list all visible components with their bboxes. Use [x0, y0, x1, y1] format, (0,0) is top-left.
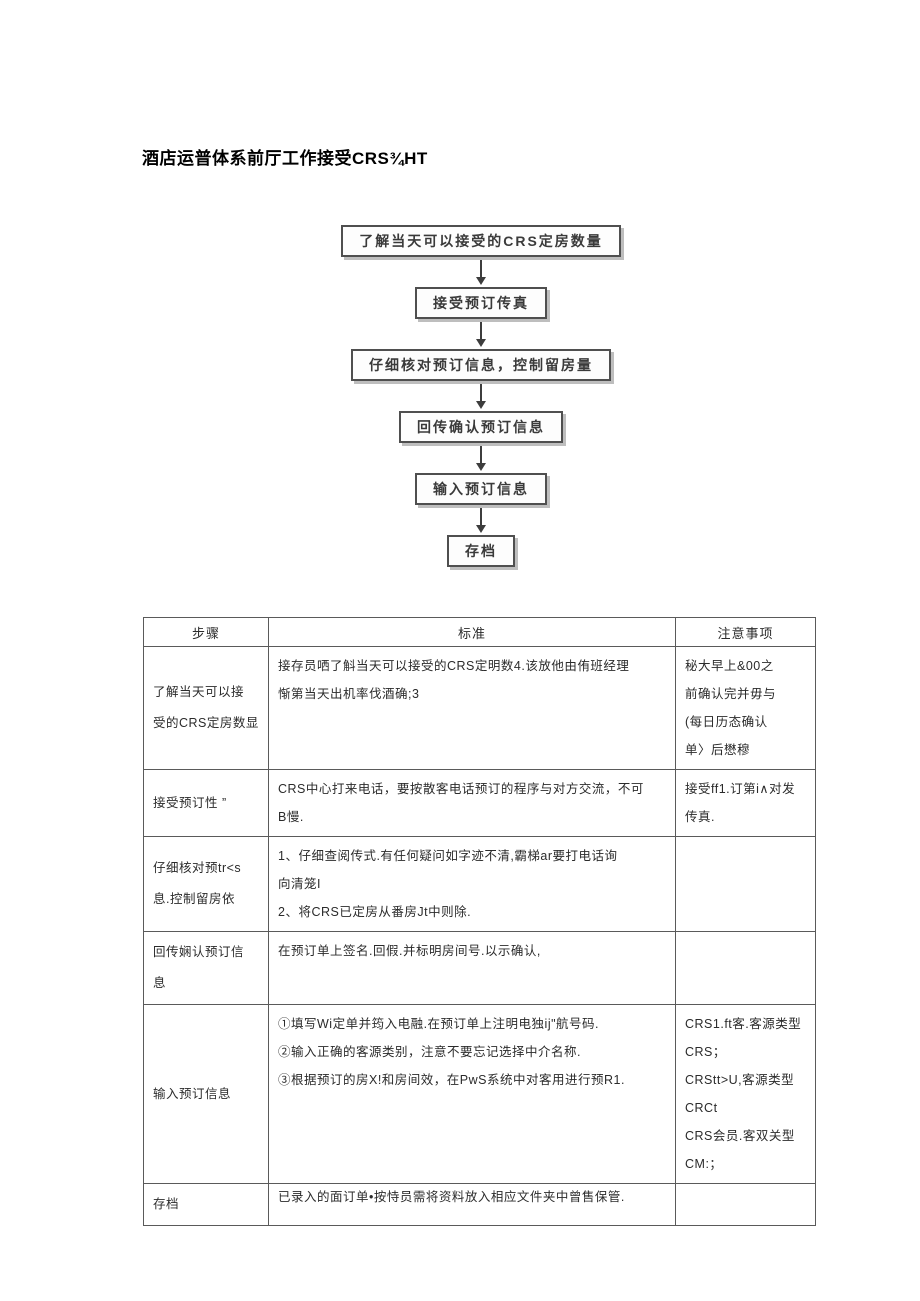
flow-step-box: 接受预订传真 [415, 287, 547, 319]
page-title: 酒店运普体系前厅工作接受CRS¾HT [142, 149, 428, 168]
arrow-down-icon [476, 505, 486, 535]
flow-step-label: 存档 [465, 543, 497, 559]
table-row: 了解当天可以接 受的CRS定房数显 接存员哂了斛当天可以接受的CRS定明数4.该… [143, 646, 816, 770]
cell-step: 接受预订性 ” [143, 769, 269, 837]
table-header-standard: 标准 [268, 617, 676, 647]
arrow-down-icon [476, 319, 486, 349]
cell-step: 仔细核对预tr<s 息.控制留房依 [143, 836, 269, 932]
cell-notes [675, 931, 816, 1005]
cell-step: 存档 [143, 1183, 269, 1226]
cell-standard: ①填写Wi定单并筠入电融.在预订单上注明电独ij"航号码. ②输入正确的客源类别… [268, 1004, 676, 1184]
cell-notes: 接受ff1.订第i∧对发 传真. [675, 769, 816, 837]
arrow-down-icon [476, 443, 486, 473]
procedure-table: 步骤 标准 注意事项 了解当天可以接 受的CRS定房数显 接存员哂了斛当天可以接… [143, 617, 816, 1226]
arrow-down-icon [476, 257, 486, 287]
cell-notes: 秘大早上&00之 前确认完并毋与 (每日历态确认 单〉后懋穆 [675, 646, 816, 770]
cell-standard: CRS中心打来电话，要按散客电话预订的程序与对方交流，不可 B慢. [268, 769, 676, 837]
cell-step: 了解当天可以接 受的CRS定房数显 [143, 646, 269, 770]
cell-step: 回传娴认预订信 息 [143, 931, 269, 1005]
table-header-step: 步骤 [143, 617, 269, 647]
flow-step-box: 回传确认预订信息 [399, 411, 563, 443]
cell-notes: CRS1.ft客.客源类型 CRS； CRStt>U,客源类型CRCt CRS会… [675, 1004, 816, 1184]
flowchart: 了解当天可以接受的CRS定房数量 接受预订传真 仔细核对预订信息，控制留房量 回… [21, 225, 920, 567]
cell-standard: 1、仔细查阅传式.有任何疑问如字迹不清,霸梯ar要打电话询 向清笼I 2、将CR… [268, 836, 676, 932]
cell-notes [675, 836, 816, 932]
arrow-down-icon [476, 381, 486, 411]
table-row: 接受预订性 ” CRS中心打来电话，要按散客电话预订的程序与对方交流，不可 B慢… [143, 769, 816, 837]
table-header-notes: 注意事项 [675, 617, 816, 647]
cell-step: 输入预订信息 [143, 1004, 269, 1184]
table-row: 存档 已录入的面订单•按恃员需将资料放入相应文件夹中曾售保管. [143, 1183, 816, 1226]
flow-step-label: 回传确认预订信息 [417, 419, 545, 435]
flow-step-box: 了解当天可以接受的CRS定房数量 [341, 225, 621, 257]
flow-step-label: 接受预订传真 [433, 295, 529, 311]
cell-standard: 已录入的面订单•按恃员需将资料放入相应文件夹中曾售保管. [268, 1183, 676, 1226]
table-row: 回传娴认预订信 息 在预订单上签名.回假.并标明房间号.以示确认, [143, 931, 816, 1005]
flow-step-box: 输入预订信息 [415, 473, 547, 505]
flow-step-label: 输入预订信息 [433, 481, 529, 497]
flow-step-box: 存档 [447, 535, 515, 567]
table-row: 输入预订信息 ①填写Wi定单并筠入电融.在预订单上注明电独ij"航号码. ②输入… [143, 1004, 816, 1184]
flow-step-box: 仔细核对预订信息，控制留房量 [351, 349, 611, 381]
table-header-row: 步骤 标准 注意事项 [143, 617, 816, 647]
cell-standard: 接存员哂了斛当天可以接受的CRS定明数4.该放他由侑班经理 惭第当天出机率伐酒确… [268, 646, 676, 770]
flow-step-label: 仔细核对预订信息，控制留房量 [369, 357, 593, 373]
flow-step-label: 了解当天可以接受的CRS定房数量 [359, 233, 603, 249]
table-row: 仔细核对预tr<s 息.控制留房依 1、仔细查阅传式.有任何疑问如字迹不清,霸梯… [143, 836, 816, 932]
cell-notes [675, 1183, 816, 1226]
cell-standard: 在预订单上签名.回假.并标明房间号.以示确认, [268, 931, 676, 1005]
